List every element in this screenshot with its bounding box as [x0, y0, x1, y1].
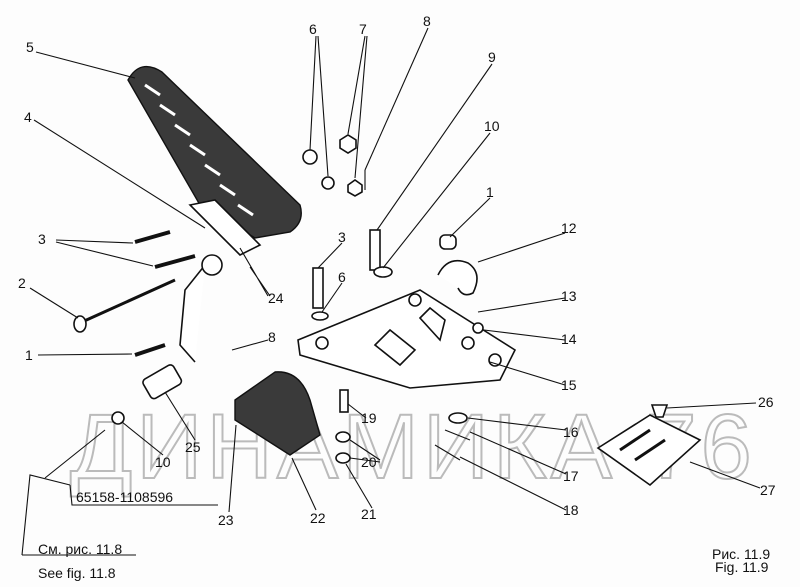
- bolt-head: [73, 315, 87, 333]
- callout-12: 12: [561, 220, 577, 236]
- callout-6b: 6: [338, 269, 346, 285]
- pins: [434, 429, 471, 461]
- callout-1b: 1: [25, 347, 33, 363]
- nut: [347, 179, 363, 197]
- bolts: [134, 230, 196, 357]
- callout-2: 2: [18, 275, 26, 291]
- washer: [311, 311, 329, 321]
- washer: [302, 149, 318, 165]
- clamp: [437, 259, 478, 296]
- cover: [234, 371, 321, 456]
- callout-25: 25: [185, 439, 201, 455]
- callout-10b: 10: [155, 454, 171, 470]
- callout-8b: 8: [268, 329, 276, 345]
- see-figure-en: See fig. 11.8: [38, 565, 116, 581]
- fitting: [142, 364, 183, 400]
- long-bolt: [81, 278, 176, 324]
- washer: [321, 176, 335, 190]
- callout-5: 5: [26, 39, 34, 55]
- callout-6: 6: [309, 21, 317, 37]
- callout-10: 10: [484, 118, 500, 134]
- nut: [111, 411, 125, 425]
- callout-18: 18: [563, 502, 579, 518]
- callout-20: 20: [361, 454, 377, 470]
- see-figure-ru: См. рис. 11.8: [38, 541, 123, 557]
- screw: [650, 404, 669, 418]
- bushing: [201, 254, 223, 276]
- spacer: [373, 266, 393, 278]
- leader-lines: [21, 27, 761, 556]
- callout-1: 1: [486, 184, 494, 200]
- callout-24: 24: [268, 290, 284, 306]
- callout-19: 19: [361, 410, 377, 426]
- callout-3b: 3: [338, 229, 346, 245]
- lever: [179, 264, 206, 363]
- bolt: [312, 267, 324, 309]
- callout-21: 21: [361, 506, 377, 522]
- callout-13: 13: [561, 288, 577, 304]
- nut: [339, 134, 357, 154]
- callout-3: 3: [38, 231, 46, 247]
- callout-26: 26: [758, 394, 774, 410]
- bolt: [439, 234, 457, 250]
- accelerator-pedal: [127, 65, 302, 256]
- part-number: 65158-1108596: [76, 489, 173, 505]
- screw: [339, 389, 349, 413]
- bolt: [369, 229, 381, 271]
- callout-22: 22: [310, 510, 326, 526]
- figure-caption-ru: Рис. 11.9: [712, 546, 771, 562]
- callout-4: 4: [24, 109, 32, 125]
- washer: [472, 322, 484, 334]
- callout-16: 16: [563, 424, 579, 440]
- callout-15: 15: [561, 377, 577, 393]
- washer: [448, 412, 468, 424]
- callout-23: 23: [218, 512, 234, 528]
- callout-8: 8: [423, 13, 431, 29]
- rod: [44, 429, 106, 479]
- washer: [335, 431, 351, 443]
- nut: [335, 452, 351, 464]
- callout-14: 14: [561, 331, 577, 347]
- callout-7: 7: [359, 21, 367, 37]
- callout-17: 17: [563, 468, 579, 484]
- figure-caption-en: Fig. 11.9: [715, 559, 769, 575]
- callout-27: 27: [760, 482, 776, 498]
- callout-9: 9: [488, 49, 496, 65]
- mounting-plate: [297, 289, 517, 389]
